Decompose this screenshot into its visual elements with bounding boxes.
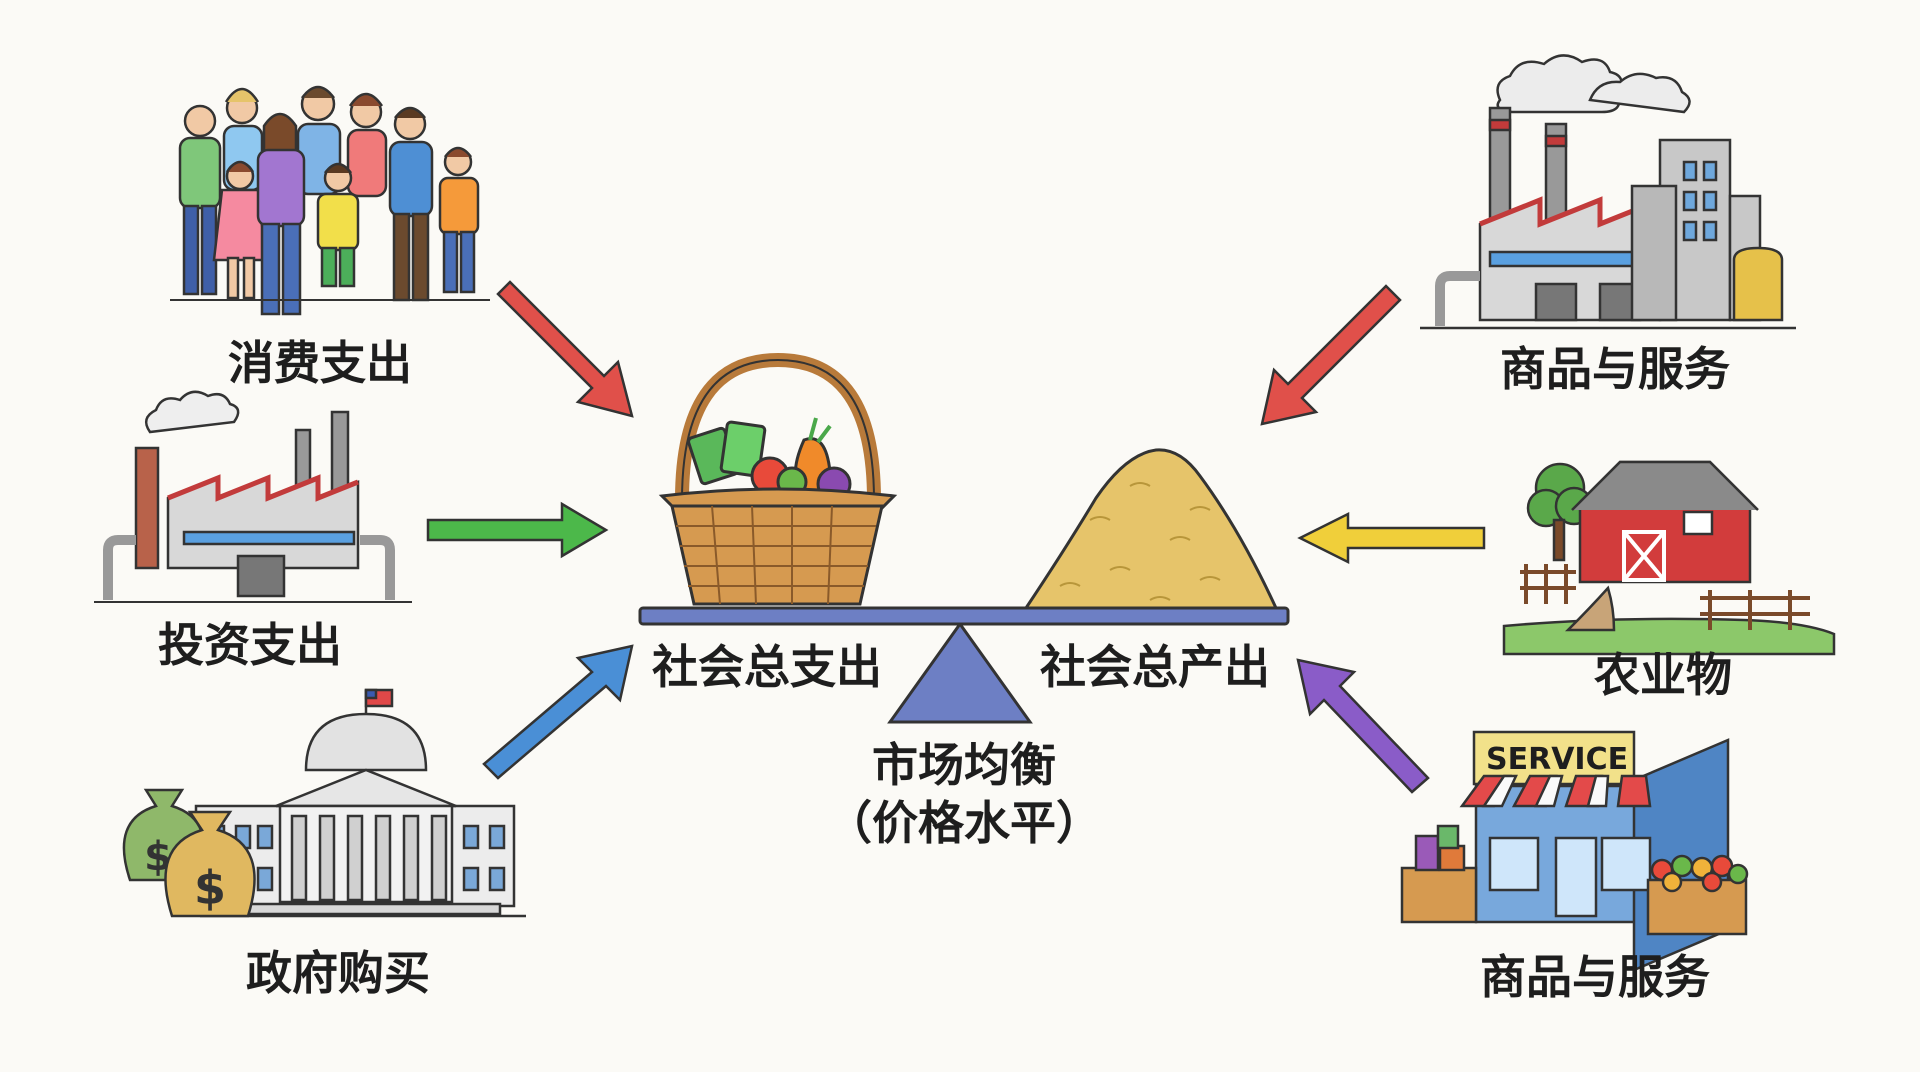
arrow-government [482,644,634,780]
label-goods-services-bottom: 商品与服务 [1480,950,1710,1004]
money-bag-icon: $ $ [122,788,256,918]
arrow-investment [426,501,609,559]
basket-icon [658,352,898,606]
arrow-goods-bottom [1296,658,1430,794]
label-agriculture: 农业物 [1594,648,1732,702]
barn-icon [1502,460,1836,656]
arrow-goods-top [1260,284,1402,426]
scale-fulcrum [887,621,1033,724]
storefront-icon [1400,730,1749,972]
svg-text:$: $ [194,861,226,915]
label-goods-services-top: 商品与服务 [1500,342,1730,396]
industrial-plant-icon [1420,54,1796,330]
arrow-agriculture [1297,511,1486,565]
label-consumption: 消费支出 [228,336,412,390]
store-sign-label: SERVICE [1486,742,1629,777]
label-aggregate-expenditure: 社会总支出 [652,640,882,694]
label-investment: 投资支出 [158,618,342,672]
scale-beam [638,606,1290,626]
arrow-consumption [496,280,634,418]
people-group-icon [170,85,490,316]
label-aggregate-output: 社会总产出 [1040,640,1270,694]
grain-pile-icon [1023,448,1279,610]
label-market-equilibrium: 市场均衡 [872,738,1056,792]
label-government: 政府购买 [246,946,430,1000]
label-price-level: （价格水平） [826,796,1102,850]
factory-icon [94,390,412,603]
